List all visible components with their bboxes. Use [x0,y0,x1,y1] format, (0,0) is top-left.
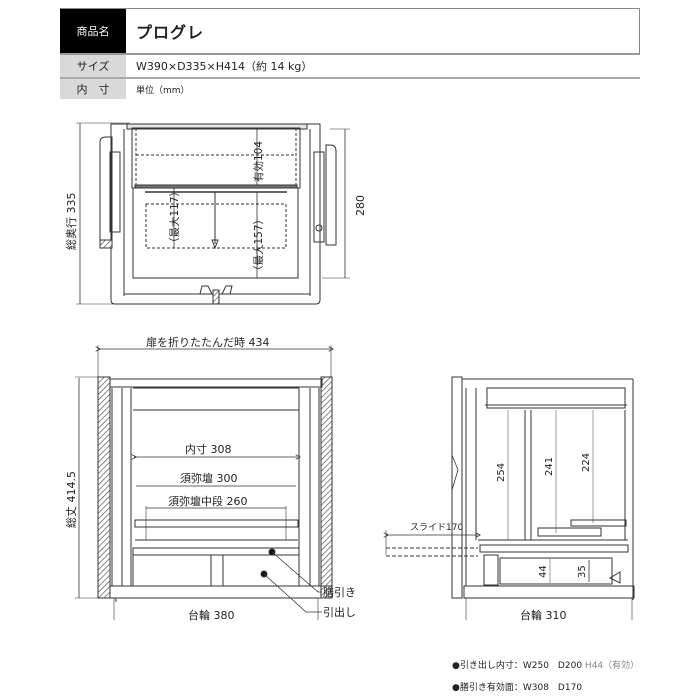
inner-width-label: 内寸 308 [185,442,232,456]
drawer-label: 引出し [323,605,356,619]
size-row: サイズ W390×D335×H414（約 14 kg） [60,55,640,79]
front-view-drawing [75,345,332,620]
side-view-drawing [386,376,635,620]
height-224-label: 224 [581,453,592,472]
total-depth-label: 総奥行 335 [64,193,78,251]
height-35-label: 35 [577,565,588,578]
slide-label: スライド170 [410,522,463,533]
product-name-header: 商品名 [60,9,126,53]
front-base-label: 台輪 380 [188,608,235,622]
drawer-inner-main: ●引き出し内寸：W250 D200 [452,661,583,671]
max-117-label: （最大117） [168,186,181,248]
size-header: サイズ [60,55,126,77]
size-value: W390×D335×H414（約 14 kg） [136,60,313,73]
product-name: プログレ [136,23,205,42]
product-name-row: 商品名 プログレ [60,8,640,55]
drawer-inner-note: ●引き出し内寸：W250 D200 H44（有効） [452,655,639,677]
tray-label: 膳引き [323,585,356,599]
inner-dim-unit: 単位（mm） [136,85,190,96]
drawer-inner-height: H44（有効） [584,661,640,671]
height-44-label: 44 [538,565,549,578]
folded-width-label: 扉を折りたたんだ時 434 [146,335,270,349]
shumidan-mid-label: 須弥壇中段 260 [168,494,248,508]
inner-dim-row: 内 寸 単位（mm） [60,79,640,99]
side-base-label: 台輪 310 [520,608,567,622]
spec-table: 商品名 プログレ サイズ W390×D335×H414（約 14 kg） 内 寸… [60,8,640,99]
inner-dim-header: 内 寸 [60,79,126,99]
tray-effective-note: ●膳引き有効面：W308 D170 [452,683,583,693]
top-view-drawing [76,122,350,305]
total-height-label: 総丈 414.5 [64,471,78,528]
height-254-label: 254 [496,463,507,482]
notes: ●引き出し内寸：W250 D200 H44（有効） ●膳引き有効面：W308 D… [452,655,639,699]
height-241-label: 241 [544,457,555,476]
shumidan-label: 須弥壇 300 [180,471,238,485]
effective-104-label: 有効104 [252,141,265,182]
max-157-label: （最大157） [252,214,265,276]
right-depth-label: 280 [354,195,367,216]
